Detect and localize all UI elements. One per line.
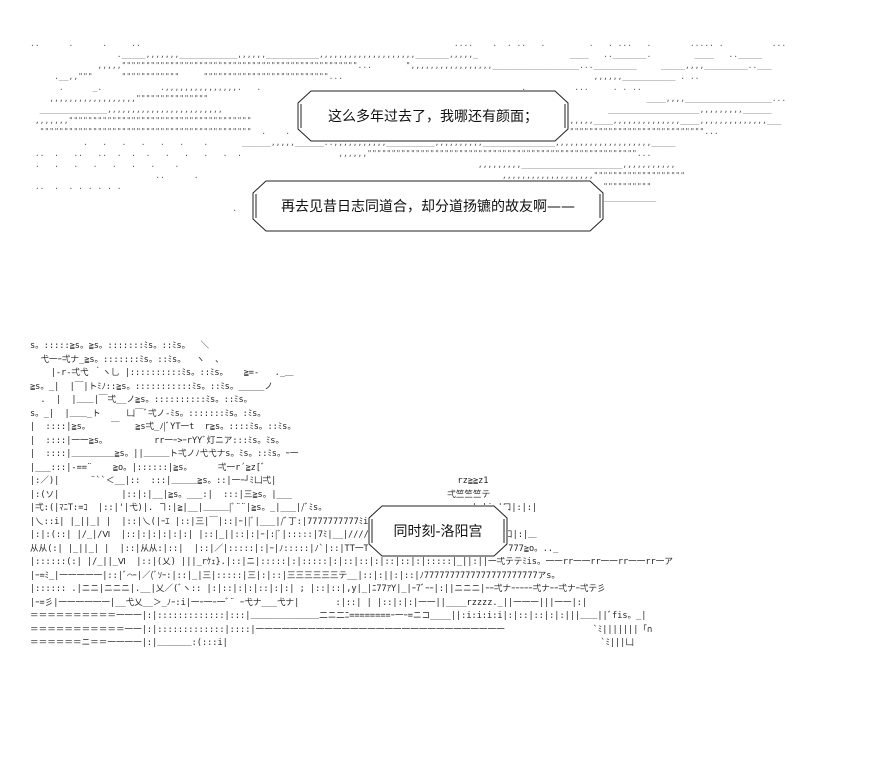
speech-bubble-first: 这么多年过去了，我哪还有颜面； bbox=[297, 90, 569, 142]
sky-cloud-art: .. . . .. .... . . .. . . . ... . ..... … bbox=[30, 39, 787, 224]
speech-text-second: 再去见昔日志同道合，却分道扬镳的故友啊—— bbox=[281, 199, 575, 215]
bubble-frame bbox=[297, 90, 569, 142]
speech-bubble-second: 再去见昔日志同道合，却分道扬镳的故友啊—— bbox=[252, 180, 604, 232]
location-caption-text: 同时刻-洛阳宫 bbox=[393, 524, 483, 540]
bubble-frame bbox=[368, 505, 508, 557]
bubble-frame bbox=[252, 180, 604, 232]
location-caption-bubble: 同时刻-洛阳宫 bbox=[368, 505, 508, 557]
speech-text-first: 这么多年过去了，我哪还有颜面； bbox=[328, 109, 538, 125]
